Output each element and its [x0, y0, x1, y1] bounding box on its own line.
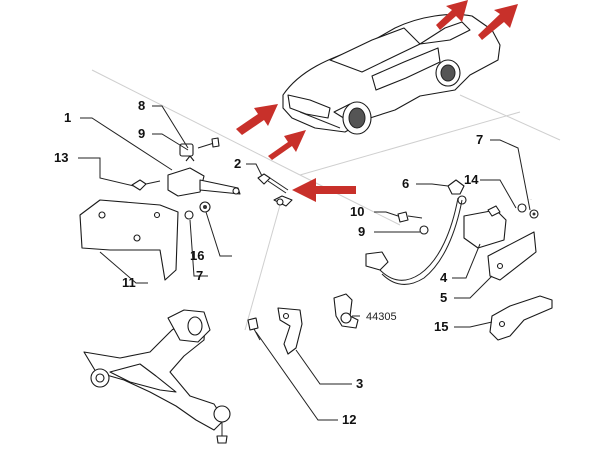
background-perspective-lines	[91, 69, 561, 331]
label-part-14: 14	[464, 172, 479, 187]
part-labels: 1 8 9 13 2 16 7 11 6 10 9 14 7 4 5 15 3 …	[54, 98, 533, 427]
label-part-2: 2	[234, 156, 241, 171]
arrow-rear-side	[478, 4, 518, 40]
car-illustration	[282, 13, 501, 135]
label-part-8: 8	[138, 98, 145, 113]
bolt-and-bracket-center	[247, 307, 303, 355]
label-part-9-left: 9	[138, 126, 145, 141]
label-part-16: 16	[190, 248, 204, 263]
red-arrows	[236, 0, 518, 202]
arrow-part-2	[292, 178, 356, 202]
arrow-front-lower	[268, 130, 306, 160]
label-part-3: 3	[356, 376, 363, 391]
label-part-4: 4	[440, 270, 448, 285]
control-arm	[83, 309, 231, 444]
label-part-7-right: 7	[476, 132, 483, 147]
sensor-assembly-left	[131, 137, 241, 220]
label-part-12: 12	[342, 412, 356, 427]
arrow-front-upper	[236, 104, 278, 135]
sensor-assembly-right	[365, 179, 537, 285]
label-part-6: 6	[402, 176, 409, 191]
washers-right	[517, 203, 539, 219]
label-part-15: 15	[434, 319, 448, 334]
label-part-7-left: 7	[196, 268, 203, 283]
clip-44305	[333, 293, 359, 329]
label-reference-code: 44305	[366, 311, 397, 323]
rod-2	[257, 173, 293, 207]
label-part-1: 1	[64, 110, 71, 125]
leader-lines	[78, 105, 531, 421]
watermark-text: …	[528, 196, 533, 201]
label-part-13: 13	[54, 150, 68, 165]
bracket-11	[79, 199, 179, 281]
arrow-rear-upper	[436, 0, 468, 30]
bracket-15	[489, 295, 553, 341]
label-part-10: 10	[350, 204, 364, 219]
label-part-9-right: 9	[358, 224, 365, 239]
label-part-5: 5	[440, 290, 447, 305]
label-part-11: 11	[122, 275, 136, 290]
